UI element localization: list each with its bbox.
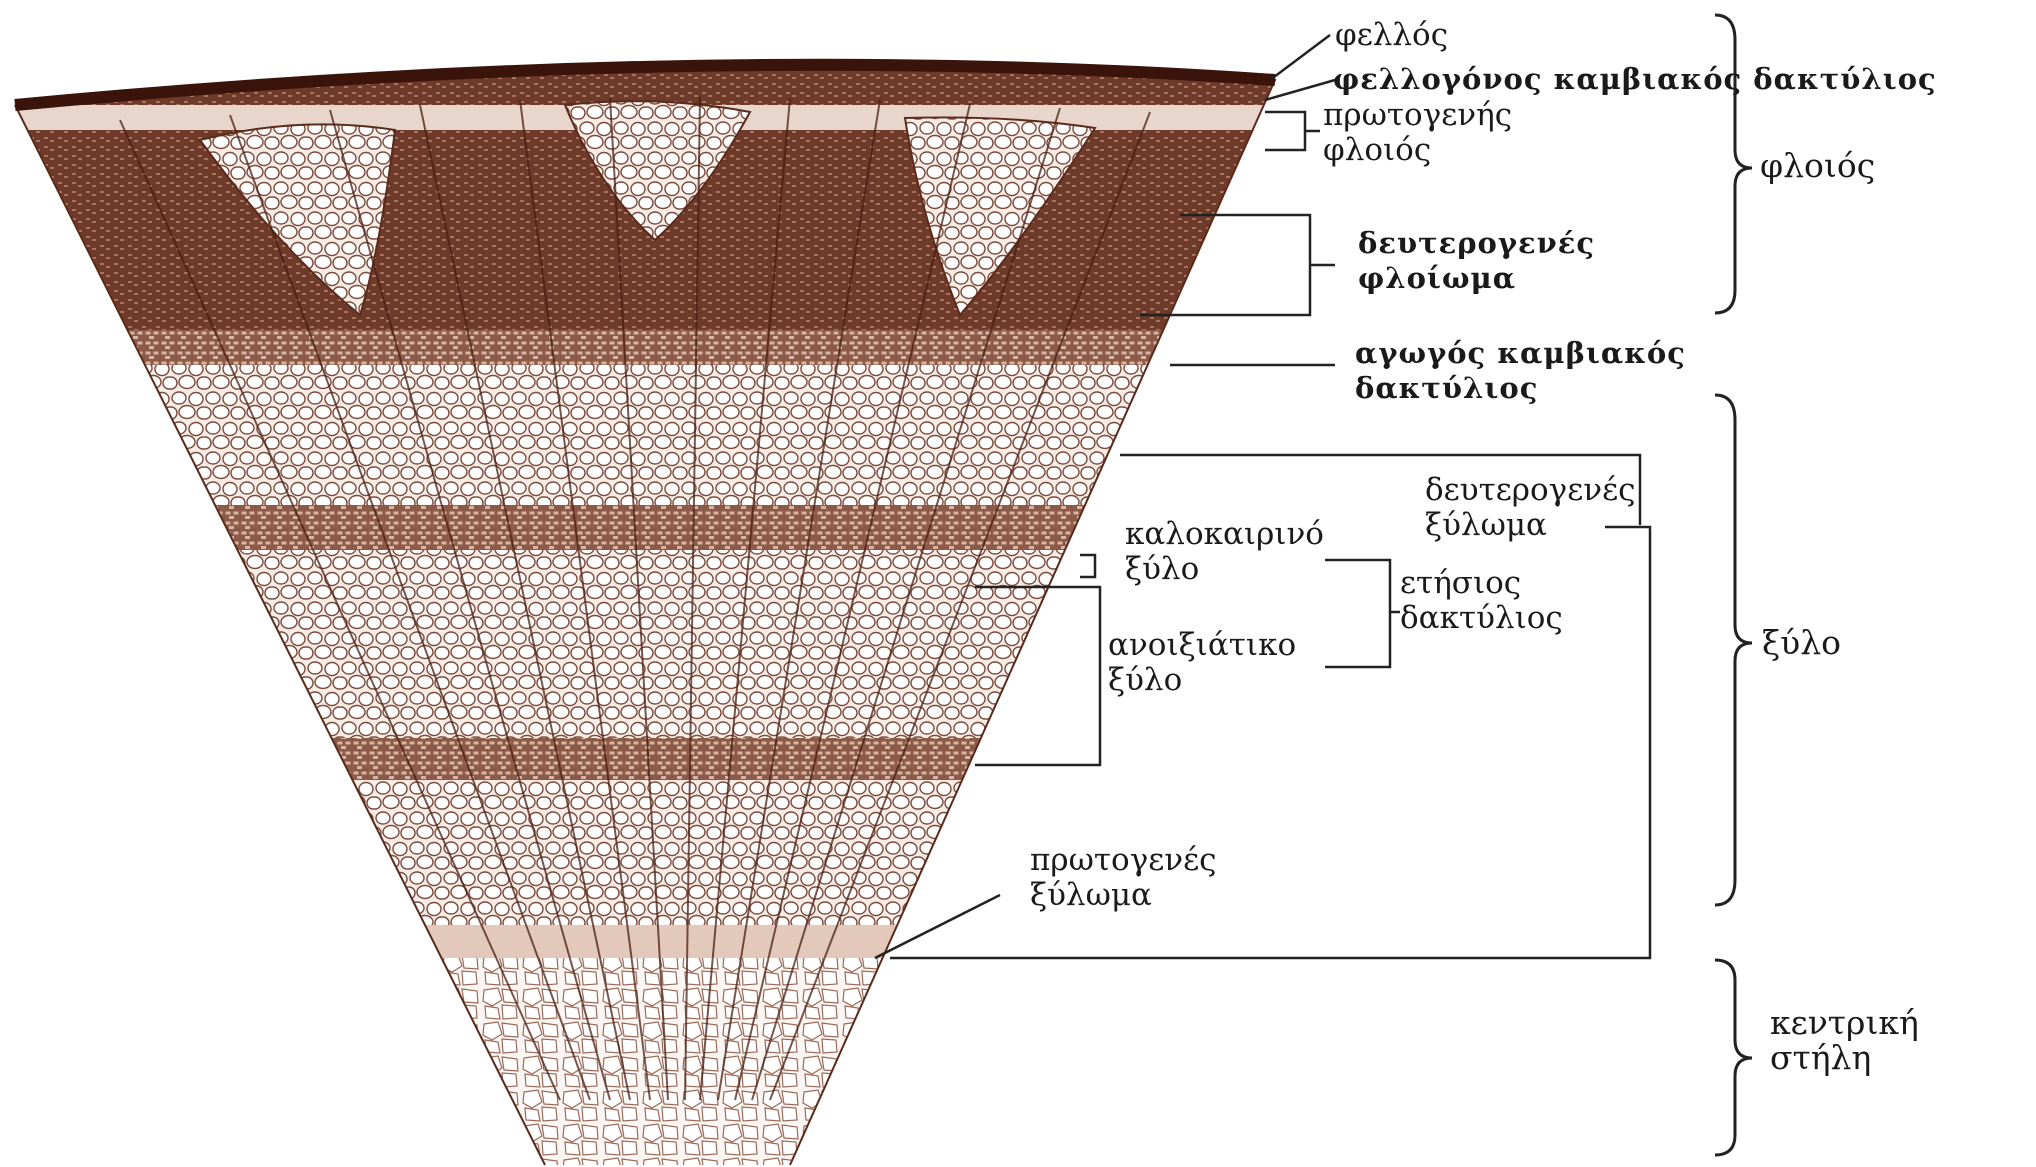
label-bark: φλοιός bbox=[1760, 148, 1875, 183]
label-wood: ξύλο bbox=[1756, 625, 1948, 675]
stele-brace bbox=[1715, 960, 1752, 1155]
label-phellogen: φελλογόνος καμβιακός δακτύλιος bbox=[1333, 62, 1937, 97]
tissue-wedge bbox=[0, 0, 1300, 1167]
group-braces bbox=[1715, 15, 1752, 1155]
wood-brace bbox=[1715, 395, 1752, 905]
label-central-stele: κεντρική στήλη bbox=[1764, 1005, 1926, 1075]
xylem-ring-2 bbox=[0, 550, 1300, 740]
label-summer-wood: καλοκαιρινό ξύλο bbox=[1125, 517, 1324, 587]
label-secondary-phloem: δευτερογενές φλοίωμα bbox=[1358, 226, 1595, 296]
pith-region bbox=[0, 958, 1300, 1167]
summerwood-band-1 bbox=[0, 505, 1300, 555]
label-primary-xylem: πρωτογενές ξύλωμα bbox=[1030, 843, 1217, 913]
label-annual-ring: ετήσιος δακτύλιος bbox=[1400, 566, 1563, 636]
label-secondary-xylem: δευτερογενές ξύλωμα bbox=[1425, 473, 1636, 543]
label-spring-wood: ανοιξιάτικο ξύλο bbox=[1108, 628, 1296, 698]
primary-xylem-band bbox=[0, 925, 1300, 960]
cambium-band bbox=[0, 330, 1300, 370]
bark-brace bbox=[1715, 15, 1752, 313]
label-primary-cortex: πρωτογενής φλοιός bbox=[1323, 98, 1512, 168]
label-phellos: φελλός bbox=[1335, 18, 1448, 53]
xylem-ring-1 bbox=[0, 365, 1300, 510]
label-vascular-cambium: αγωγός καμβιακός δακτύλιος bbox=[1355, 336, 1686, 406]
